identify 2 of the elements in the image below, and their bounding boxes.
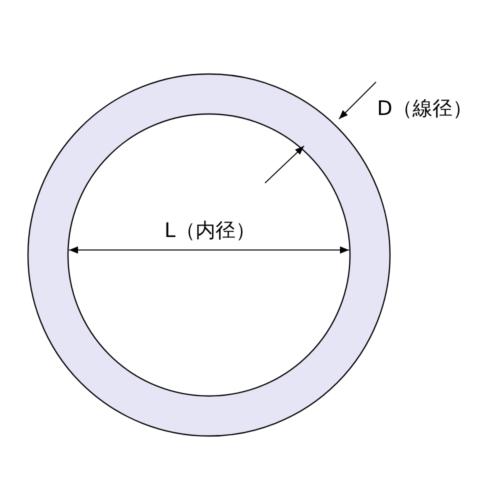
dimension-label: D（線径） (377, 98, 472, 118)
dimension-label: L（内径） (163, 220, 257, 240)
